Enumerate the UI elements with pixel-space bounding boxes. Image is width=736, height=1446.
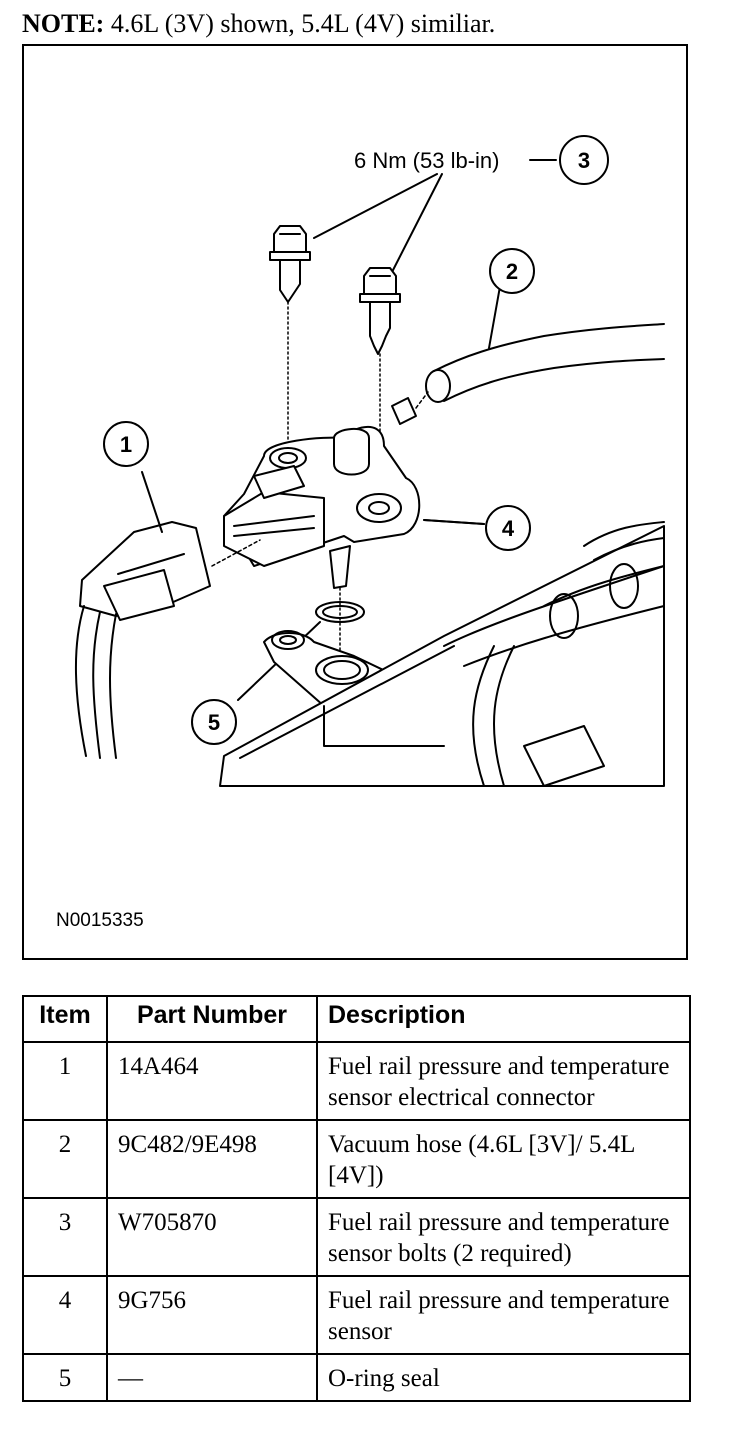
item-cell: 3 <box>22 1197 108 1277</box>
table-header-row: Item Part Number Description <box>22 995 691 1043</box>
callout-3: 3 <box>559 135 609 185</box>
svg-text:2: 2 <box>506 259 518 284</box>
header-description: Description <box>316 995 691 1043</box>
callout-5: 5 <box>191 699 237 745</box>
electrical-connector <box>74 471 261 759</box>
table-row: 2 9C482/9E498 Vacuum hose (4.6L [3V]/ 5.… <box>22 1119 691 1199</box>
part-number-cell: — <box>106 1353 318 1402</box>
item-cell: 4 <box>22 1275 108 1355</box>
bolt-left <box>269 225 311 443</box>
part-number-cell: W705870 <box>106 1197 318 1277</box>
item-cell: 1 <box>22 1041 108 1121</box>
item-cell: 5 <box>22 1353 108 1402</box>
svg-text:4: 4 <box>502 516 515 541</box>
table-row: 4 9G756 Fuel rail pressure and temperatu… <box>22 1275 691 1355</box>
item-cell: 2 <box>22 1119 108 1199</box>
description-cell: Vacuum hose (4.6L [3V]/ 5.4L [4V]) <box>316 1119 691 1199</box>
description-cell: Fuel rail pressure and temperature senso… <box>316 1197 691 1277</box>
part-number-cell: 9G756 <box>106 1275 318 1355</box>
part-number-cell: 9C482/9E498 <box>106 1119 318 1199</box>
table-row: 1 14A464 Fuel rail pressure and temperat… <box>22 1041 691 1121</box>
sensor-illustration: 6 Nm (53 lb-in) <box>74 135 665 787</box>
header-part-number: Part Number <box>106 995 318 1043</box>
exploded-view-figure: 6 Nm (53 lb-in) <box>22 44 688 960</box>
table-row: 3 W705870 Fuel rail pressure and tempera… <box>22 1197 691 1277</box>
pressure-sensor <box>223 425 485 683</box>
vacuum-hose <box>425 263 665 403</box>
parts-table: Item Part Number Description 1 14A464 Fu… <box>22 995 691 1402</box>
fuel-rail <box>219 521 665 787</box>
svg-text:1: 1 <box>120 432 132 457</box>
note-label: NOTE: <box>22 9 105 38</box>
part-number-cell: 14A464 <box>106 1041 318 1121</box>
figure-id: N0015335 <box>56 910 144 931</box>
table-row: 5 — O-ring seal <box>22 1353 691 1402</box>
note-text: 4.6L (3V) shown, 5.4L (4V) similiar. <box>104 9 496 38</box>
header-item: Item <box>22 995 108 1043</box>
description-cell: O-ring seal <box>316 1353 691 1402</box>
callout-4: 4 <box>485 505 531 551</box>
note-line: NOTE: 4.6L (3V) shown, 5.4L (4V) similia… <box>22 6 495 42</box>
svg-text:5: 5 <box>208 710 220 735</box>
callout-2: 2 <box>489 248 535 294</box>
torque-label: 6 Nm (53 lb-in) <box>354 148 499 173</box>
callout-1: 1 <box>103 421 149 467</box>
description-cell: Fuel rail pressure and temperature senso… <box>316 1275 691 1355</box>
svg-text:3: 3 <box>578 148 590 173</box>
description-cell: Fuel rail pressure and temperature senso… <box>316 1041 691 1121</box>
